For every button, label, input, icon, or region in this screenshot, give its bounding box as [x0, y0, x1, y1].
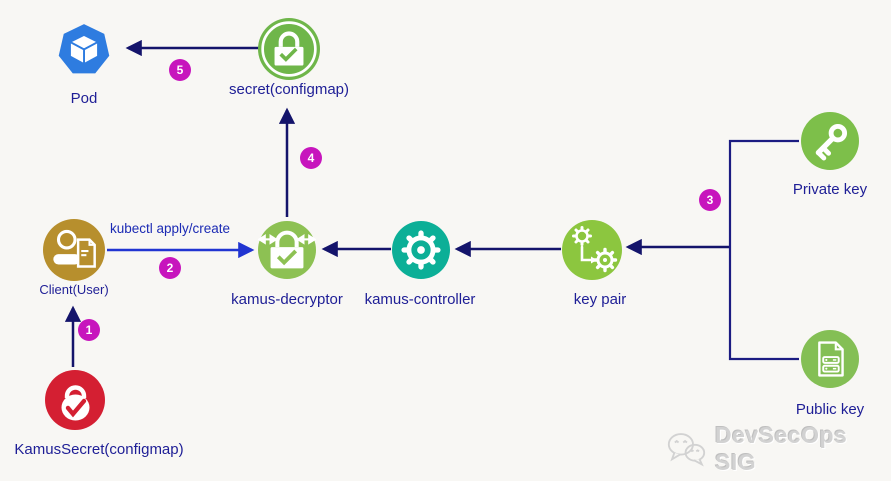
- round-lock-check-icon: [45, 370, 105, 430]
- watermark-label: DevSecOps SIG: [714, 422, 848, 475]
- lock-check-arrows-icon: [258, 221, 316, 279]
- key-pair-label: key pair: [573, 291, 627, 308]
- kamus-secret-label: KamusSecret(configmap): [14, 441, 184, 458]
- wechat-icon: [667, 433, 706, 467]
- client-user-label: Client(User): [39, 282, 109, 297]
- private-key-label: Private key: [792, 181, 868, 198]
- step-badge-3: 3: [699, 189, 721, 211]
- gears-process-icon: [562, 220, 622, 280]
- kamus-controller-label: kamus-controller: [364, 291, 476, 308]
- kubernetes-pod-icon: [58, 24, 110, 74]
- bracket-private-public-keys: [728, 139, 799, 361]
- secret-configmap-label: secret(configmap): [228, 81, 350, 98]
- document-servers-icon: [801, 330, 859, 388]
- step-badge-5: 5: [169, 59, 191, 81]
- public-key-label: Public key: [795, 401, 865, 418]
- step-badge-1: 1: [78, 319, 100, 341]
- kubectl-apply-create-label: kubectl apply/create: [109, 221, 231, 236]
- kamus-decryptor-label: kamus-decryptor: [231, 291, 343, 308]
- pod-label: Pod: [70, 90, 98, 107]
- step-badge-4: 4: [300, 147, 322, 169]
- watermark: DevSecOps SIG: [666, 422, 891, 476]
- step-badge-2: 2: [159, 257, 181, 279]
- user-document-icon: [43, 219, 105, 281]
- key-icon: [801, 112, 859, 170]
- lock-check-ring-icon: [258, 18, 320, 80]
- gear-icon: [392, 221, 450, 279]
